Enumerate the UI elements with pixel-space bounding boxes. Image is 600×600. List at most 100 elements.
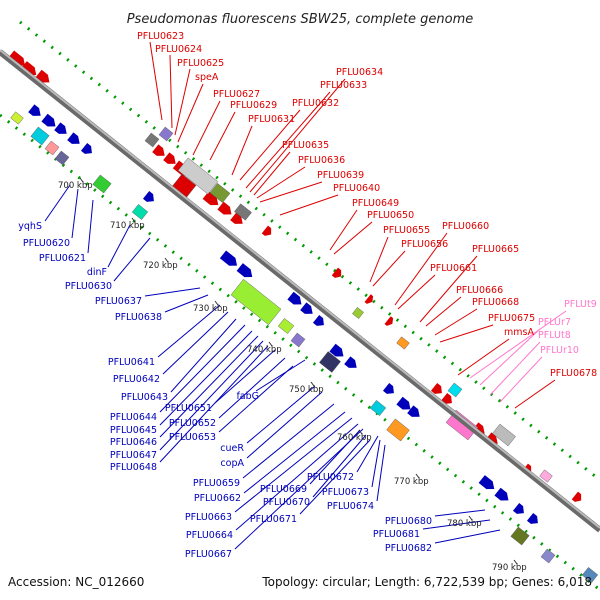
reverse-gene-arrow — [478, 475, 495, 490]
leader-line — [372, 250, 406, 287]
leader-line — [159, 330, 253, 426]
kbp-tick-label: 700 kbp — [58, 181, 93, 191]
gene-box-green — [92, 174, 112, 194]
gene-label: mmsA — [504, 327, 534, 338]
gene-box-orange — [396, 336, 410, 350]
leader-line — [369, 236, 389, 283]
gene-label: PFLU0636 — [298, 155, 345, 166]
kbp-tick: 790 kbp — [492, 559, 527, 573]
gene-label: PFLU0675 — [488, 313, 535, 324]
reverse-gene-arrow — [80, 142, 92, 154]
forward-gene-arrow — [440, 392, 452, 404]
leader-line — [243, 411, 346, 494]
leader-line — [434, 308, 478, 336]
leader-line — [329, 209, 358, 251]
gene-box-lime — [230, 278, 282, 326]
leader-line — [457, 338, 510, 376]
reverse-gene-arrow — [312, 314, 324, 326]
gene-label: PFLU0674 — [327, 501, 374, 512]
leader-line — [279, 194, 339, 216]
gene-box-slate — [54, 150, 70, 166]
gene-label: PFLU0634 — [336, 67, 383, 78]
leader-line — [159, 335, 259, 438]
leader-line — [44, 184, 71, 222]
gene-box-salmon — [44, 140, 60, 156]
kbp-tick-label: 790 kbp — [492, 563, 527, 573]
leader-line — [159, 345, 269, 463]
gene-label: PFLU0660 — [442, 221, 489, 232]
gene-label: PFLUr7 — [538, 317, 571, 328]
leader-line — [333, 221, 373, 255]
leader-line — [469, 310, 567, 379]
leader-line — [218, 365, 294, 433]
reverse-gene-arrow — [28, 104, 41, 116]
gene-box-lavender — [540, 548, 556, 564]
gene-box-teal — [131, 204, 149, 220]
gene-label: PFLU0673 — [322, 487, 369, 498]
reverse-gene-arrow — [407, 405, 420, 417]
leader-line — [149, 41, 163, 121]
leader-line — [356, 435, 379, 473]
forward-gene-arrow — [217, 201, 232, 215]
gene-label: PFLU0671 — [250, 514, 297, 525]
gene-label: PFLU0620 — [23, 238, 70, 249]
gene-box-lime — [10, 111, 24, 125]
gene-label: dinF — [87, 267, 107, 278]
gene-box-grey — [177, 157, 219, 195]
gene-box-cyan — [30, 126, 50, 146]
leader-line — [499, 356, 543, 403]
leader-line — [259, 181, 323, 203]
leader-line — [144, 287, 201, 297]
gene-label: PFLU0623 — [137, 31, 184, 42]
gene-label: PFLU0650 — [367, 210, 414, 221]
gene-label: PFLU0631 — [248, 114, 295, 125]
leader-line — [162, 311, 229, 375]
forward-gene-arrow — [7, 50, 26, 66]
reverse-gene-arrow — [396, 396, 411, 410]
gene-label: PFLU0670 — [263, 497, 310, 508]
gene-label: PFLU0641 — [108, 357, 155, 368]
reverse-strand-features — [28, 104, 599, 583]
kbp-tick: 720 kbp — [143, 257, 178, 271]
reverse-gene-arrow — [300, 302, 313, 314]
forward-gene-arrow — [364, 294, 374, 304]
gene-label: PFLU0639 — [317, 170, 364, 181]
leader-line — [239, 109, 301, 181]
kbp-tick: 730 kbp — [193, 300, 228, 314]
gene-label: PFLU0646 — [110, 437, 157, 448]
kbp-tick: 780 kbp — [447, 515, 482, 529]
kbp-tick: 740 kbp — [247, 341, 282, 355]
gene-labels: PFLU0623PFLU0624PFLU0625speAPFLU0627PFLU… — [18, 31, 597, 560]
forward-gene-arrow — [331, 267, 342, 278]
gene-box-olive — [209, 183, 231, 203]
leader-line — [107, 224, 131, 268]
gene-label: PFLU0642 — [113, 374, 160, 385]
gene-label: speA — [195, 72, 219, 83]
leader-line — [177, 83, 204, 143]
leader-line — [246, 391, 323, 459]
gene-label: PFLU0669 — [260, 484, 307, 495]
gene-label: PFLU0629 — [230, 100, 277, 111]
leader-line — [249, 78, 346, 193]
leader-line — [169, 54, 173, 129]
gene-label: PFLU0661 — [430, 263, 477, 274]
forward-strand-features — [7, 50, 582, 502]
reverse-gene-arrow — [67, 132, 80, 144]
gene-label: PFLU0632 — [292, 98, 339, 109]
leader-line — [299, 439, 371, 515]
leader-line — [245, 91, 331, 189]
leader-line — [242, 403, 335, 479]
leader-line — [159, 340, 264, 451]
kbp-tick: 770 kbp — [394, 473, 429, 487]
leader-line — [157, 304, 221, 358]
leader-line — [425, 296, 462, 327]
leader-line — [170, 318, 237, 393]
leader-line — [422, 519, 491, 530]
kbp-tick: 750 kbp — [289, 381, 324, 395]
kbp-tick: 700 kbp — [58, 177, 93, 191]
map-title: Pseudomonas fluorescens SBW25, complete … — [127, 12, 474, 27]
leader-line — [234, 428, 364, 550]
reverse-gene-arrow — [344, 356, 357, 368]
